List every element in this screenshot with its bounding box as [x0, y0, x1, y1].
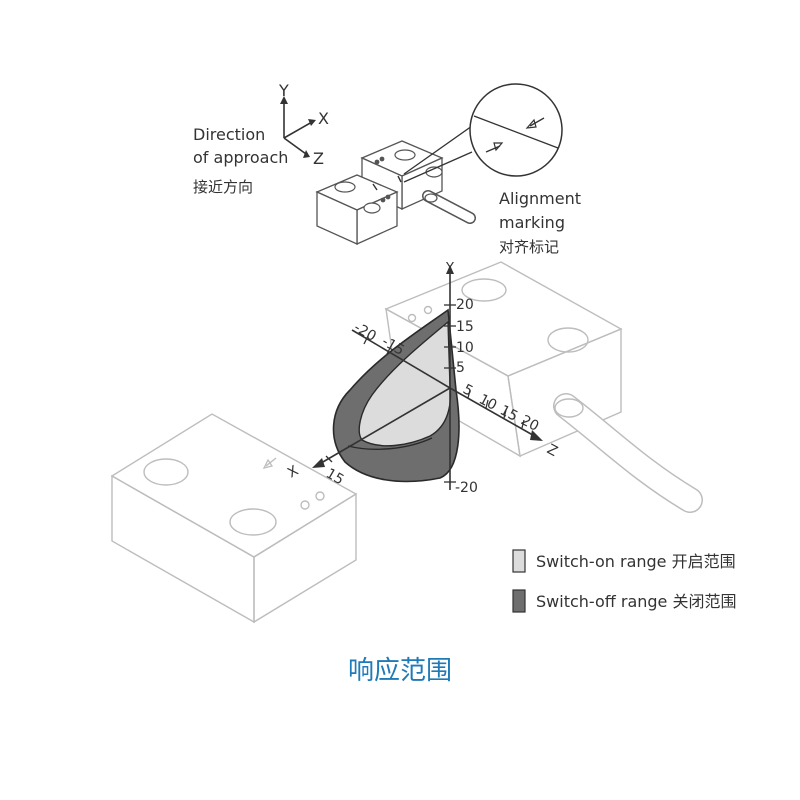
z-tick-10: 10: [476, 391, 499, 413]
top-sensor-block: [360, 140, 476, 224]
main-sensor-block: [384, 261, 703, 513]
y-tick-labels: 20 15 10 5 -20: [455, 297, 478, 496]
alignment-marking-label: Alignment marking 对齐标记: [499, 189, 581, 256]
z-tick-20: 20: [518, 412, 541, 434]
y-tick-neg20: -20: [455, 480, 478, 496]
alignment-label-line-1: Alignment: [499, 189, 581, 208]
z-tick-labels: 5 10 15 20: [460, 381, 541, 434]
legend-label-switch-on: Switch-on range 开启范围: [536, 552, 736, 571]
x-tick-neg20: -20: [351, 320, 379, 345]
direction-label-line-3: 接近方向: [193, 178, 253, 196]
response-range-shape: [332, 308, 460, 483]
legend-label-switch-off: Switch-off range 关闭范围: [536, 592, 736, 611]
top-magnet-block: [315, 174, 399, 246]
direction-of-approach-label: Direction of approach 接近方向: [193, 125, 288, 196]
legend-swatch-switch-on: [512, 549, 526, 573]
x-tick-15: 15: [323, 466, 346, 489]
legend: Switch-on range 开启范围 Switch-off range 关闭…: [512, 549, 736, 613]
top-axis-z-label: Z: [313, 149, 324, 168]
y-tick-15: 15: [456, 319, 474, 335]
legend-swatch-switch-off: [512, 589, 526, 613]
top-axis-y-label: Y: [278, 81, 289, 100]
direction-label-line-2: of approach: [193, 148, 288, 167]
alignment-label-line-2: marking: [499, 213, 565, 232]
top-axis-x-label: X: [318, 109, 329, 128]
y-tick-5: 5: [456, 360, 465, 376]
top-axes: Y X Z: [278, 81, 329, 168]
main-magnet-block: [110, 413, 358, 624]
alignment-label-line-3: 对齐标记: [499, 238, 559, 256]
main-axes: [312, 265, 543, 490]
z-tick-5: 5: [460, 381, 475, 399]
y-tick-20: 20: [456, 297, 474, 313]
alignment-zoom-callout: [403, 83, 563, 183]
direction-label-line-1: Direction: [193, 125, 265, 144]
caption: 响应范围: [348, 656, 452, 686]
main-axis-x-label: X: [285, 463, 302, 482]
y-tick-10: 10: [456, 340, 474, 356]
main-axis-y-label: Y: [445, 261, 454, 276]
z-tick-15: 15: [497, 402, 520, 424]
